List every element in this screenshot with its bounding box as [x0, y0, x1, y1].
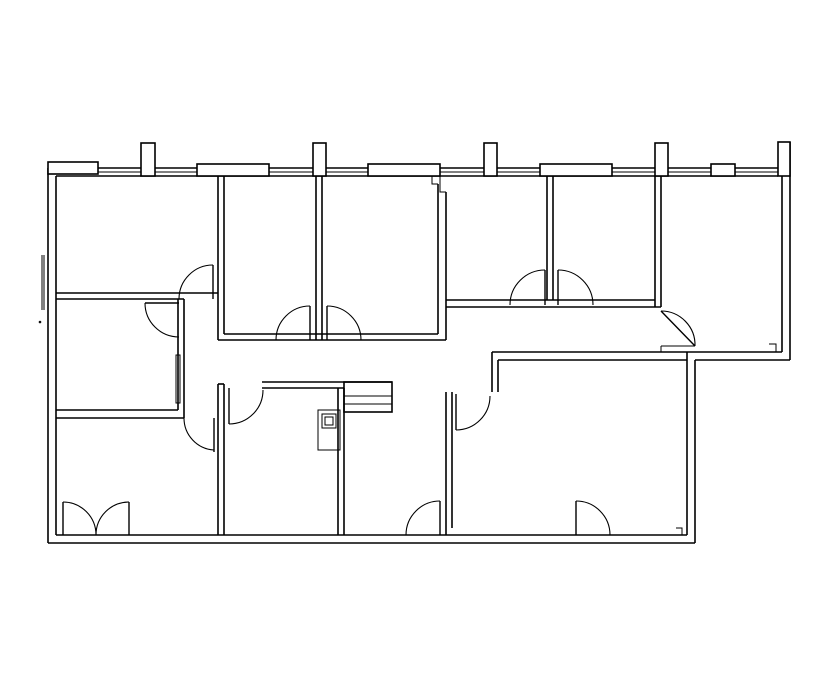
window-unit — [47, 161, 99, 175]
window-units — [47, 161, 736, 177]
door — [660, 310, 696, 347]
door — [405, 500, 441, 536]
door — [326, 305, 362, 341]
mullion-posts — [140, 141, 791, 177]
doors — [62, 264, 696, 536]
counter — [343, 381, 393, 413]
door — [509, 269, 546, 306]
door — [228, 388, 264, 425]
window-unit — [196, 163, 270, 177]
column-post — [140, 142, 156, 177]
column-post — [312, 142, 327, 177]
door — [178, 264, 214, 300]
interior-walls — [56, 176, 777, 535]
door — [455, 394, 491, 431]
column-post — [654, 142, 669, 177]
sink-fixture — [317, 409, 341, 451]
window-unit — [539, 163, 613, 177]
exterior-walls — [41, 142, 791, 544]
window-unit — [367, 163, 441, 177]
door — [557, 269, 594, 306]
door — [144, 302, 180, 338]
door — [183, 417, 215, 452]
door — [575, 500, 611, 536]
drawing-marker — [38, 320, 42, 324]
column-post — [483, 142, 498, 177]
double-door — [62, 501, 130, 536]
column-post — [777, 141, 791, 177]
door — [275, 305, 311, 341]
window-unit — [710, 163, 736, 177]
